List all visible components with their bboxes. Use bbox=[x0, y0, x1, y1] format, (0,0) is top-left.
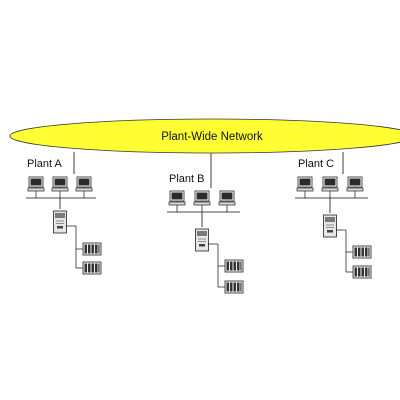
workstation-icon bbox=[51, 176, 69, 192]
server-icon bbox=[53, 210, 67, 234]
workstation-icon bbox=[193, 190, 211, 206]
workstation-icon bbox=[168, 190, 186, 206]
workstation-icon bbox=[218, 190, 236, 206]
plc-rack-icon bbox=[82, 261, 102, 275]
plant-b-group: Plant B bbox=[167, 153, 244, 294]
workstation-icon bbox=[321, 176, 339, 192]
plc-rack-icon bbox=[82, 242, 102, 256]
plant-b-label: Plant B bbox=[169, 173, 204, 185]
plant-wide-network-ellipse bbox=[9, 118, 400, 154]
plant-c-group: Plant C bbox=[295, 152, 372, 279]
workstation-icon bbox=[296, 176, 314, 192]
workstation-icon bbox=[75, 176, 93, 192]
plant-a-label: Plant A bbox=[27, 158, 63, 170]
plc-rack-icon bbox=[352, 245, 372, 259]
plc-rack-icon bbox=[352, 265, 372, 279]
server-icon bbox=[323, 214, 337, 238]
plc-rack-icon bbox=[224, 259, 244, 273]
network-label: Plant-Wide Network bbox=[161, 131, 263, 143]
server-icon bbox=[195, 228, 209, 252]
workstation-icon bbox=[346, 176, 364, 192]
plc-rack-icon bbox=[224, 280, 244, 294]
workstation-icon bbox=[27, 176, 45, 192]
plant-a-group: Plant A bbox=[26, 152, 102, 275]
plant-c-label: Plant C bbox=[298, 158, 334, 170]
